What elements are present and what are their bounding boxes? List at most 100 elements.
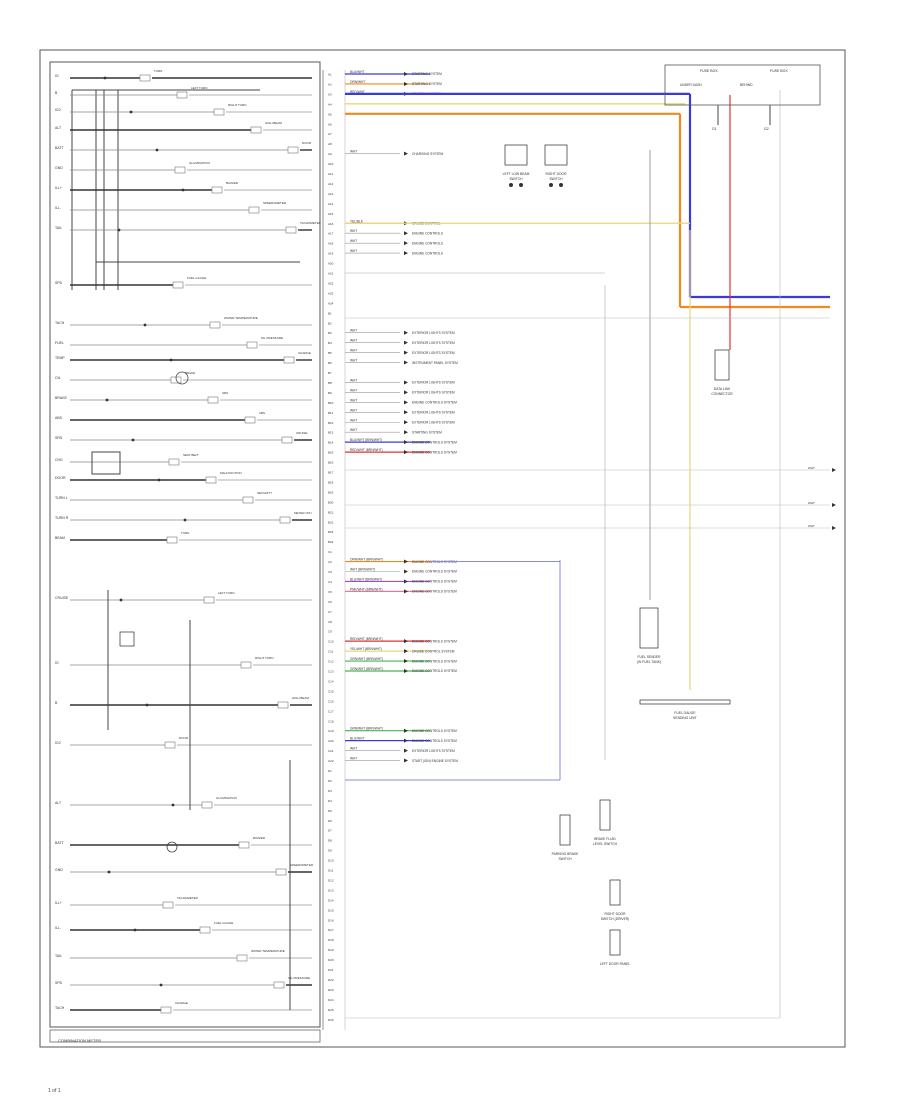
wire-arrow bbox=[404, 330, 408, 335]
component-name: RIGHT DOOR bbox=[604, 912, 626, 916]
connector-pin-label: C16 bbox=[328, 699, 334, 703]
left-terminal-label: TACH bbox=[55, 321, 65, 325]
connector-pin-label: A7 bbox=[328, 132, 332, 136]
connector-pin-label: D15 bbox=[328, 908, 334, 912]
wire-arrow bbox=[404, 659, 408, 664]
component-sub-label: SWITCH bbox=[549, 177, 563, 181]
connector-pin-label: A11 bbox=[328, 172, 333, 176]
connector-pin-label: A2 bbox=[328, 82, 332, 86]
wire-color-code: WHT bbox=[350, 428, 357, 432]
wire-color-code: GRN/WHT (BRN/WHT) bbox=[350, 667, 383, 671]
offpage-arrow bbox=[832, 503, 836, 507]
left-terminal-label: ILL+ bbox=[55, 901, 62, 905]
right-edge-wire-label: WHT bbox=[808, 501, 815, 505]
connector-pin-label: B7 bbox=[328, 371, 332, 375]
connector-pin-label: D25 bbox=[328, 1008, 334, 1012]
connector-pin-label: B1 bbox=[328, 311, 332, 315]
connector-pin-label: C21 bbox=[328, 749, 334, 753]
wire-arrow bbox=[404, 231, 408, 236]
internal-element-label: CHARGE bbox=[298, 351, 311, 355]
switch-contact bbox=[509, 183, 513, 187]
internal-element-label: TURN bbox=[181, 531, 189, 535]
trace-node bbox=[117, 228, 121, 232]
component-sub-label: SWITCH (DRIVER) bbox=[601, 917, 630, 921]
connector-pin-label: B4 bbox=[328, 341, 332, 345]
internal-element bbox=[279, 516, 291, 524]
wire-color-code: WHT bbox=[350, 150, 357, 154]
destination-system-label: EXTERIOR LIGHTS SYSTEM bbox=[412, 331, 455, 335]
wire-arrow bbox=[404, 569, 408, 574]
component-symbol bbox=[599, 799, 611, 831]
connector-pin-label: A9 bbox=[328, 152, 332, 156]
wire-arrow bbox=[404, 748, 408, 753]
destination-system-label: STARTING SYSTEM bbox=[412, 82, 442, 86]
destination-system-label: EXTERIOR LIGHTS SYSTEM bbox=[412, 749, 455, 753]
internal-element-label: LEFT TURN bbox=[191, 86, 207, 90]
wire-color-code: BLU/WHT bbox=[350, 737, 364, 741]
wire-color-code: ORN/WHT (BRN/WHT) bbox=[350, 558, 383, 562]
internal-element bbox=[205, 476, 217, 484]
connector-pin-label: B15 bbox=[328, 451, 334, 455]
internal-element bbox=[250, 126, 262, 134]
connector-pin-label: C8 bbox=[328, 620, 332, 624]
connector-pin-label: C2 bbox=[328, 560, 332, 564]
meter-cpu-box bbox=[91, 451, 121, 475]
connector-pin-label: A22 bbox=[328, 281, 334, 285]
connector-pin-label: A16 bbox=[328, 222, 334, 226]
meter-title-box bbox=[49, 1029, 321, 1043]
switch-contact bbox=[549, 183, 553, 187]
component-name: PARKING BRAKE bbox=[552, 852, 579, 856]
component-name: DATA LINK bbox=[714, 387, 731, 391]
trace-node bbox=[159, 983, 163, 987]
internal-element bbox=[166, 536, 178, 544]
connector-pin-label: B11 bbox=[328, 411, 333, 415]
left-terminal-label: B bbox=[55, 701, 58, 705]
wire-arrow bbox=[404, 251, 408, 256]
destination-system-label: ENGINE CONTROLS SYSTEM bbox=[412, 450, 457, 454]
connector-pin-label: A3 bbox=[328, 92, 332, 96]
left-terminal-label: TEMP bbox=[55, 356, 65, 360]
wire-arrow bbox=[404, 758, 408, 763]
internal-element-label: FUEL GAUGE bbox=[187, 276, 206, 280]
connector-pin-label: C14 bbox=[328, 679, 334, 683]
internal-element bbox=[273, 981, 285, 989]
internal-element-label: SEAT BELT bbox=[183, 453, 199, 457]
component-name: RIGHT DOOR bbox=[545, 172, 567, 176]
wire-color-code: BLU/WHT (BRN/WHT) bbox=[350, 577, 382, 581]
left-terminal-label: TURN L bbox=[55, 496, 68, 500]
left-terminal-label: BATT bbox=[55, 841, 65, 845]
component-name: FUEL GAUGE bbox=[674, 711, 696, 715]
left-terminal-label: TAIL bbox=[55, 226, 62, 230]
trace-node bbox=[131, 438, 135, 442]
wire-color-code: WHT bbox=[350, 378, 357, 382]
component-symbol bbox=[544, 144, 568, 166]
left-terminal-label: CRUISE bbox=[55, 596, 69, 600]
left-terminal-label: B bbox=[55, 91, 58, 95]
right-edge-wire-label: WHT bbox=[808, 524, 815, 528]
internal-element bbox=[203, 596, 215, 604]
internal-element-label: HIGH BEAM bbox=[292, 696, 309, 700]
wire-arrow bbox=[404, 340, 408, 345]
internal-element bbox=[242, 496, 254, 504]
wire-color-code: WHT bbox=[350, 398, 357, 402]
left-terminal-label: SPD bbox=[55, 281, 63, 285]
component-symbol bbox=[559, 814, 571, 846]
connector-pin-label: A1 bbox=[328, 73, 332, 77]
wire-arrow bbox=[404, 450, 408, 455]
destination-system-label: EXTERIOR LIGHTS SYSTEM bbox=[412, 420, 455, 424]
trace-node bbox=[103, 76, 107, 80]
connector-pin-label: A18 bbox=[328, 242, 334, 246]
connector-pin-label: B21 bbox=[328, 510, 334, 514]
destination-system-label: ENGINE CONTROLS bbox=[412, 231, 443, 235]
connector-pin-label: D24 bbox=[328, 998, 334, 1002]
fuse-box-label: FUSE BOX bbox=[770, 69, 788, 73]
wire-arrow bbox=[404, 639, 408, 644]
left-terminal-label: SRS bbox=[55, 436, 63, 440]
component-symbol bbox=[639, 607, 659, 649]
destination-system-label: EXTERIOR LIGHTS SYSTEM bbox=[412, 391, 455, 395]
internal-element bbox=[209, 321, 221, 329]
internal-element bbox=[283, 356, 295, 364]
connector-pin-label: A6 bbox=[328, 122, 332, 126]
